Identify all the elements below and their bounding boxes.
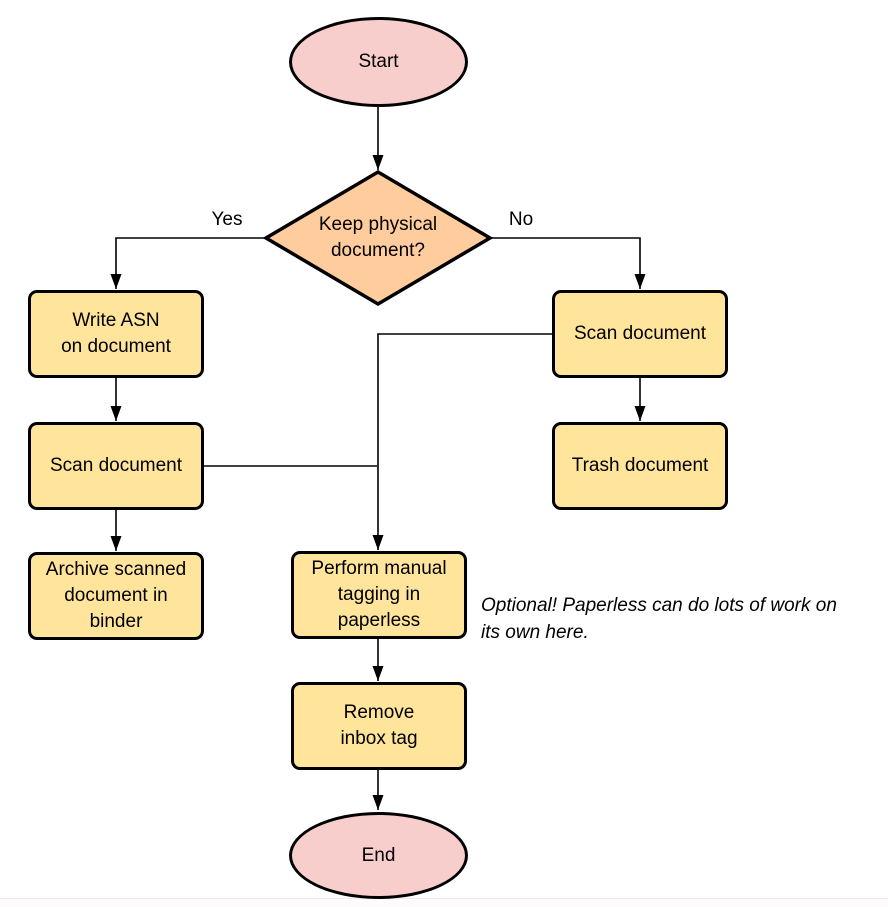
node-write-asn-label: on document [61,336,171,357]
node-scan-document-left-label: Scan document [49,455,183,476]
node-write-asn[interactable]: Write ASN on document [28,290,204,378]
node-remove-inbox-label: inbox tag [340,728,418,749]
node-archive-label: Archive scanned [45,559,187,580]
node-scan-document-left[interactable]: Scan document [28,422,204,510]
annotation-line: Optional! Paperless can do lots of work … [481,595,837,616]
node-perform-manual-tagging[interactable]: Perform manual tagging in paperless [291,551,467,639]
node-end[interactable]: End [289,812,468,899]
node-perform-tagging-label: paperless [337,610,421,631]
node-write-asn-label: Write ASN [72,310,160,331]
canvas-bottom-edge [0,898,888,899]
edge-label-no: No [508,209,534,230]
node-start-label: Start [358,51,399,72]
decision-diamond-shape[interactable] [262,169,494,307]
node-scan-document-right[interactable]: Scan document [552,290,728,378]
node-start[interactable]: Start [289,17,468,107]
node-remove-inbox-tag[interactable]: Remove inbox tag [291,682,467,770]
edge-scan-right-to-perform-tagging [372,333,552,550]
node-perform-tagging-label: Perform manual [311,558,447,579]
node-trash-document[interactable]: Trash document [552,422,728,510]
node-trash-document-label: Trash document [571,455,709,476]
node-archive-label: document in [64,585,168,606]
canvas-bottom-margin [0,899,888,907]
node-end-label: End [361,844,396,866]
decision-label-line: Keep physical [318,214,438,235]
decision-label-line: document? [330,240,425,261]
node-decision-label[interactable]: Keep physical document? [266,172,490,304]
annotation-line: its own here. [481,622,589,643]
node-remove-inbox-label: Remove [343,702,415,723]
edge-label-yes: Yes [211,209,243,230]
edge-decision-yes-to-write-asn [110,237,265,289]
node-perform-tagging-label: tagging in [337,584,421,605]
node-archive-label: binder [89,611,143,632]
annotation-optional-note[interactable]: Optional! Paperless can do lots of work … [481,592,837,646]
node-scan-document-right-label: Scan document [573,323,707,344]
edge-decision-no-to-scan-right [491,237,646,289]
node-archive-scanned-document[interactable]: Archive scanned document in binder [28,552,204,640]
